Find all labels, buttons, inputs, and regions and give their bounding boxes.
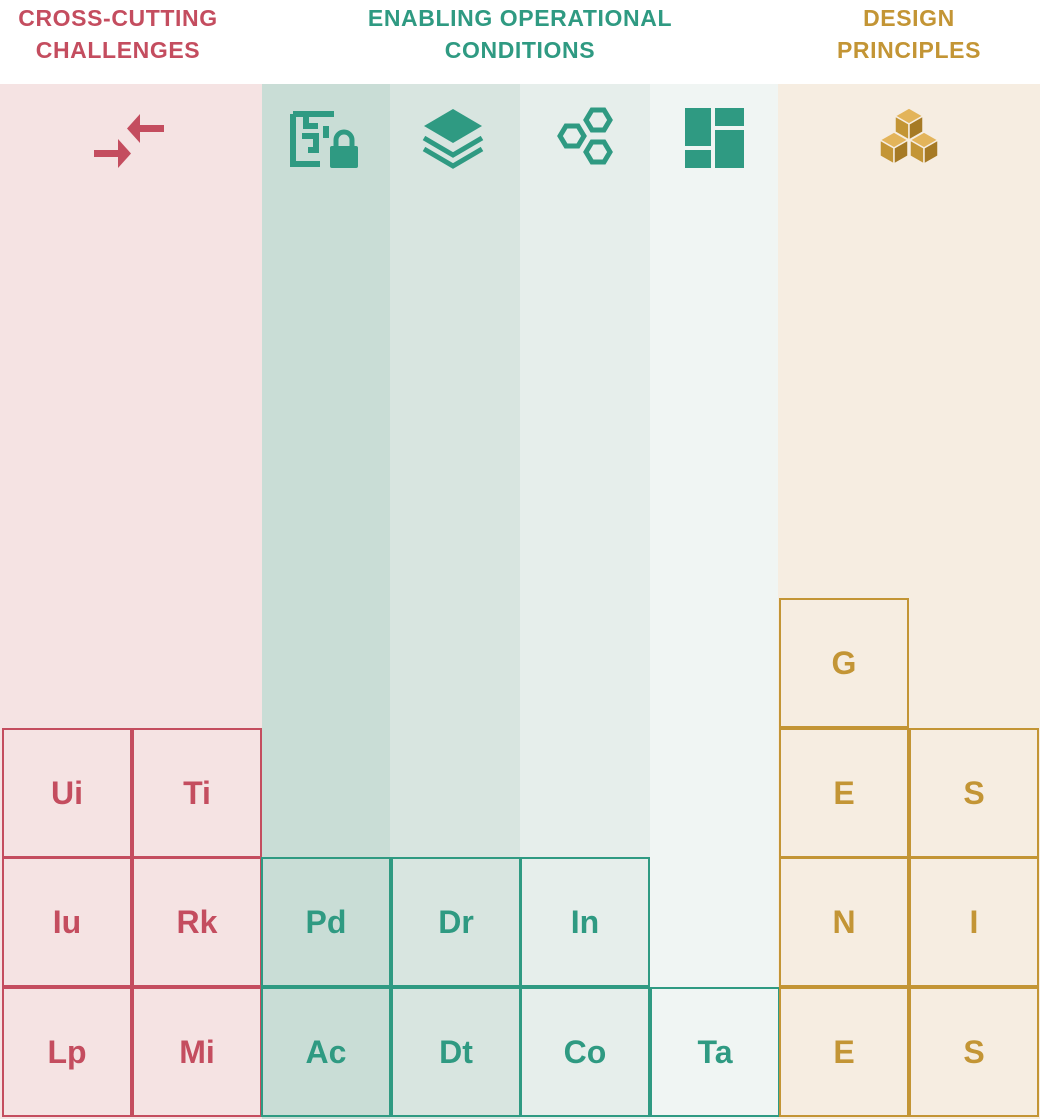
cubes-icon: [879, 107, 939, 165]
maze-lock-icon: [290, 111, 358, 168]
cell-s-1: S: [909, 728, 1039, 858]
header-line: CHALLENGES: [35, 37, 201, 63]
header-line: ENABLING OPERATIONAL: [367, 5, 673, 31]
header-line: PRINCIPLES: [836, 37, 982, 63]
cell-e-1: E: [779, 728, 909, 858]
cell-s-2: S: [909, 987, 1039, 1117]
cell-ui: Ui: [2, 728, 132, 858]
cell-dr: Dr: [391, 857, 521, 987]
header-line: CROSS-CUTTING: [18, 5, 218, 31]
cell-ta: Ta: [650, 987, 780, 1117]
cell-lp: Lp: [2, 987, 132, 1117]
cell-iu: Iu: [2, 857, 132, 987]
hexagons-icon: [557, 107, 613, 165]
header-line: CONDITIONS: [444, 37, 596, 63]
cell-in: In: [520, 857, 650, 987]
enabling-column-3: [520, 84, 650, 1119]
cell-e-2: E: [779, 987, 909, 1117]
cell-co: Co: [520, 987, 650, 1117]
cell-dt: Dt: [391, 987, 521, 1117]
layers-stack-icon: [422, 109, 484, 169]
cell-pd: Pd: [261, 857, 391, 987]
arrows-converge-icon: [94, 114, 164, 168]
cell-ac: Ac: [261, 987, 391, 1117]
cell-i: I: [909, 857, 1039, 987]
cell-g: G: [779, 598, 909, 728]
cell-n: N: [779, 857, 909, 987]
cross-cutting-challenges-header: CROSS-CUTTING CHALLENGES: [0, 2, 236, 66]
enabling-column-2: [390, 84, 520, 1119]
enabling-operational-conditions-header: ENABLING OPERATIONAL CONDITIONS: [262, 2, 778, 66]
enabling-column-1: [262, 84, 390, 1119]
enabling-column-4: [650, 84, 778, 1119]
cell-mi: Mi: [132, 987, 262, 1117]
cell-ti: Ti: [132, 728, 262, 858]
design-principles-header: DESIGN PRINCIPLES: [778, 2, 1040, 66]
dashboard-grid-icon: [685, 108, 744, 168]
cell-rk: Rk: [132, 857, 262, 987]
header-line: DESIGN: [863, 5, 955, 31]
